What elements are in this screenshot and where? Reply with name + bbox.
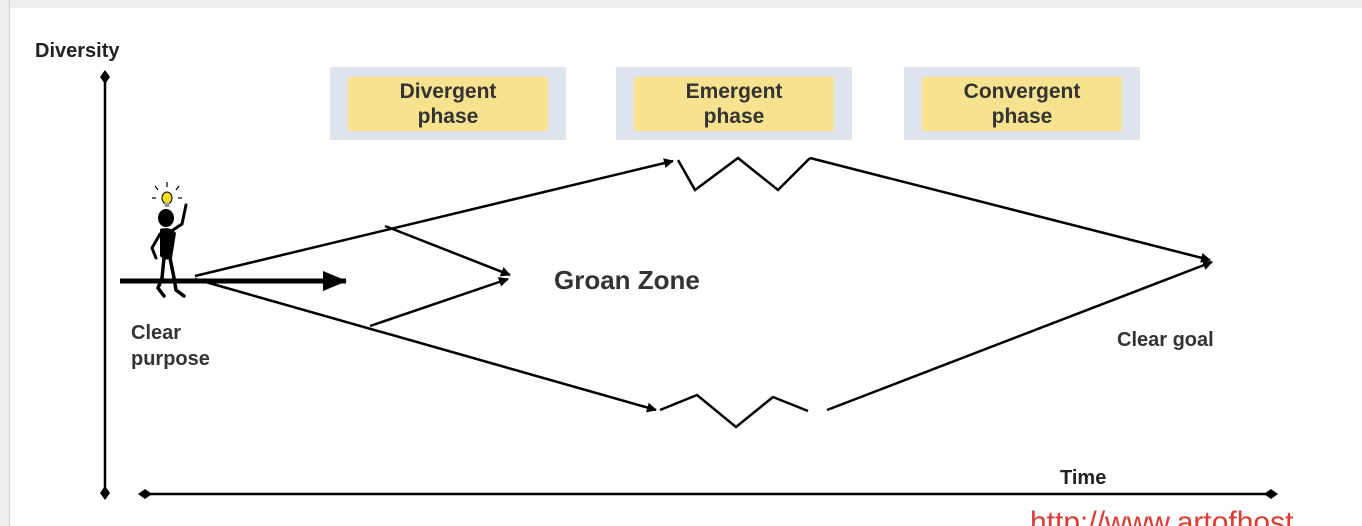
start-label: Clear purpose [131, 320, 210, 372]
lower-divergent-line [194, 277, 657, 413]
phase-subtitle: phase [417, 105, 479, 128]
upper-convergent-line [809, 156, 1211, 263]
phase-box-convergent-inner: Convergent phase [922, 77, 1122, 131]
lower-convergent-line [826, 260, 1213, 412]
phase-subtitle: phase [703, 105, 765, 128]
phase-title: Divergent [399, 80, 497, 103]
phase-title: Emergent [685, 80, 783, 103]
left-border [0, 0, 10, 526]
top-border [0, 0, 1362, 8]
groan-arrow-upper [384, 224, 511, 277]
phase-box-emergent-inner: Emergent phase [634, 77, 834, 131]
phase-title: Convergent [963, 80, 1081, 103]
upper-zigzag [676, 156, 811, 192]
source-url-link[interactable]: http://www.artofhost [1030, 506, 1294, 526]
x-axis-label: Time [1060, 467, 1107, 489]
y-axis-top-diamond [100, 70, 110, 84]
y-axis-bottom-diamond [100, 486, 110, 500]
idea-person-icon [150, 182, 188, 298]
phase-box-divergent-inner: Divergent phase [348, 77, 548, 131]
lower-zigzag [659, 393, 809, 429]
upper-divergent-line [194, 158, 674, 278]
x-axis-left-diamond [138, 489, 152, 499]
phase-box-emergent: Emergent phase [616, 67, 852, 140]
x-axis-right-diamond [1264, 489, 1278, 499]
start-label-line2: purpose [131, 348, 210, 370]
y-axis-label: Diversity [35, 40, 120, 62]
phase-subtitle: phase [991, 105, 1053, 128]
groan-zone-label: Groan Zone [554, 265, 700, 295]
groan-arrow-lower [369, 277, 509, 328]
phase-box-convergent: Convergent phase [904, 67, 1140, 140]
phase-box-divergent: Divergent phase [330, 67, 566, 140]
start-label-line1: Clear [131, 322, 182, 344]
end-label: Clear goal [1117, 329, 1214, 351]
